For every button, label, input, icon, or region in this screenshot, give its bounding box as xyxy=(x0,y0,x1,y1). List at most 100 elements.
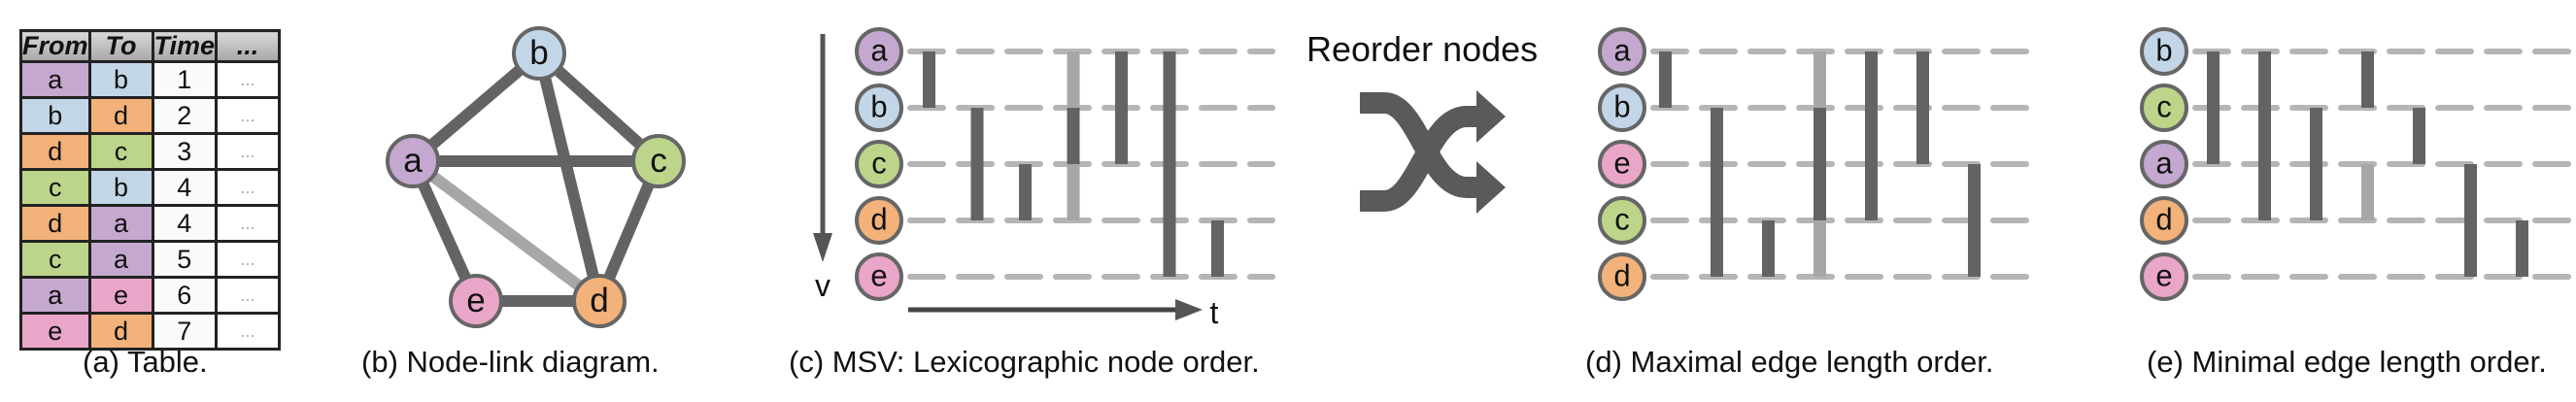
node-a: a xyxy=(2140,140,2188,188)
node-circle xyxy=(386,134,440,188)
edge-bar-overlay xyxy=(1813,108,1826,220)
node-label: e xyxy=(466,282,486,319)
node-circle xyxy=(1598,252,1646,301)
node-label: c xyxy=(2156,90,2172,124)
cell-to: c xyxy=(87,132,154,171)
reorder-label: Reorder nodes xyxy=(1306,29,1539,69)
node-circle xyxy=(2140,27,2188,76)
caption-d: (d) Maximal edge length order. xyxy=(1585,345,1994,379)
node-label: b xyxy=(870,90,887,124)
node-d: d xyxy=(1598,252,1646,301)
cell-time: 2 xyxy=(151,96,219,135)
node-d: d xyxy=(572,274,627,328)
cell-more: ... xyxy=(215,132,282,171)
cell-from: c xyxy=(19,168,91,207)
node-e: e xyxy=(855,252,903,301)
cell-more: ... xyxy=(215,204,282,243)
node-c: c xyxy=(855,140,903,188)
cell-from: a xyxy=(19,276,91,315)
node-label: e xyxy=(1613,147,1630,181)
edge-b-d xyxy=(533,51,605,303)
edge-bar-b-d-t2 xyxy=(970,108,984,220)
node-label: a xyxy=(2155,147,2173,181)
caption-a: (a) Table. xyxy=(83,345,208,379)
edge-bar-overlay xyxy=(2361,51,2374,108)
node-circle xyxy=(855,84,903,132)
cell-from: a xyxy=(19,60,91,99)
edge-bar-e-d-t7 xyxy=(1968,164,1981,277)
node-e: e xyxy=(449,274,503,328)
cell-time: 4 xyxy=(151,204,219,243)
edge-bar-a-e-t6 xyxy=(1916,51,1929,164)
cell-from: b xyxy=(19,96,91,135)
node-label: b xyxy=(2155,34,2172,68)
edge-a-b xyxy=(409,49,543,166)
cell-to: a xyxy=(87,240,154,279)
node-circle xyxy=(2140,140,2188,188)
edge-bar-d-c-t3 xyxy=(1019,164,1032,220)
cell-more: ... xyxy=(215,276,282,315)
node-b: b xyxy=(512,26,566,81)
cell-from: d xyxy=(19,204,91,243)
t-axis-label: t xyxy=(1210,295,1219,330)
header-time: Time xyxy=(151,29,219,63)
cell-time: 4 xyxy=(151,168,219,207)
node-circle xyxy=(1598,140,1646,188)
edge-bar-d-c-t3 xyxy=(1762,220,1775,277)
node-label: d xyxy=(590,282,609,319)
header-to: To xyxy=(87,29,154,63)
node-label: a xyxy=(403,142,423,180)
node-link-diagram: a b c d e xyxy=(386,26,686,328)
edge-a-d xyxy=(409,156,603,306)
node-e: e xyxy=(2140,252,2188,301)
node-a: a xyxy=(386,134,440,188)
shuffle-arrows-icon xyxy=(1360,90,1506,214)
cell-to: b xyxy=(87,60,154,99)
cell-time: 6 xyxy=(151,276,219,315)
cell-from: e xyxy=(19,312,91,351)
node-b: b xyxy=(855,84,903,132)
node-circle xyxy=(855,252,903,301)
edge-bar-c-a-t5 xyxy=(1865,51,1878,220)
node-label: b xyxy=(1613,90,1630,124)
node-label: b xyxy=(529,34,549,72)
edge-bar-c-a-t5 xyxy=(2413,108,2425,164)
node-label: c xyxy=(650,142,667,180)
node-label: e xyxy=(2155,259,2172,293)
edge-bar-overlay xyxy=(1067,108,1080,164)
edge-bar-a-b-t1 xyxy=(2207,51,2220,164)
cell-more: ... xyxy=(215,96,282,135)
node-label: a xyxy=(1613,34,1631,68)
node-label: e xyxy=(870,259,887,293)
cell-time: 5 xyxy=(151,240,219,279)
node-circle xyxy=(449,274,503,328)
node-label: a xyxy=(870,34,888,68)
caption-e: (e) Minimal edge length order. xyxy=(2147,345,2547,379)
node-circle xyxy=(572,274,627,328)
header-from: From xyxy=(19,29,91,63)
table-header-row: From To Time ... xyxy=(19,29,282,63)
node-circle xyxy=(1598,27,1646,76)
cell-to: a xyxy=(87,204,154,243)
cell-to: b xyxy=(87,168,154,207)
edge-bar-d-a-t4 xyxy=(2361,164,2374,220)
cell-to: d xyxy=(87,96,154,135)
node-c: c xyxy=(1598,196,1646,245)
edge-bar-a-b-t1 xyxy=(1659,51,1672,108)
cell-from: c xyxy=(19,240,91,279)
node-circle xyxy=(2140,84,2188,132)
node-circle xyxy=(855,196,903,245)
cell-more: ... xyxy=(215,312,282,351)
